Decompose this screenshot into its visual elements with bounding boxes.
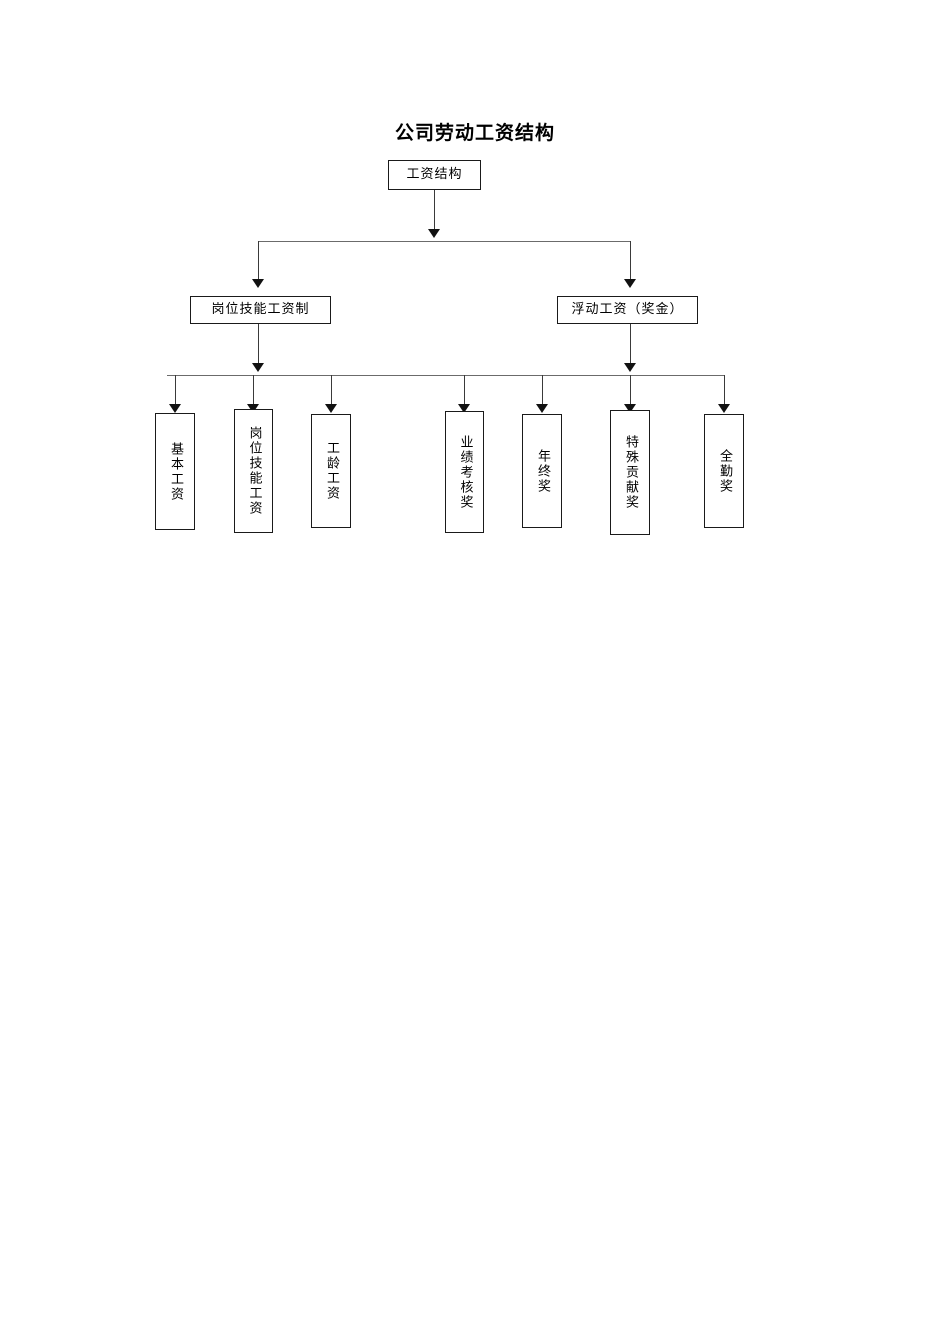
node-seniority-wage-label: 工龄工资 — [324, 441, 339, 501]
arrowhead-performance-bonus — [458, 404, 470, 413]
arrowhead-root-stem — [428, 229, 440, 238]
node-skill-wage-system-label: 岗位技能工资制 — [211, 302, 310, 317]
node-root: 工资结构 — [388, 160, 481, 190]
node-full-attendance-bonus-label: 全勤奖 — [717, 448, 732, 494]
node-year-end-bonus-label: 年终奖 — [535, 448, 550, 494]
arrowhead-year-end-bonus — [536, 404, 548, 413]
arrowhead-basic-wage — [169, 404, 181, 413]
connector-drop-year-end-bonus — [542, 375, 543, 406]
node-full-attendance-bonus: 全勤奖 — [704, 414, 744, 528]
connector-level2-left-drop — [258, 241, 259, 281]
arrowhead-full-attendance-bonus — [718, 404, 730, 413]
node-floating-wage: 浮动工资（奖金） — [557, 296, 698, 324]
connector-root-stem — [434, 190, 435, 231]
node-skill-wage-system: 岗位技能工资制 — [190, 296, 331, 324]
connector-level2-right-drop — [630, 241, 631, 281]
connector-skill-wage-stem — [258, 324, 259, 365]
arrowhead-skill-wage-stem — [252, 363, 264, 372]
node-post-skill-wage: 岗位技能工资 — [234, 409, 273, 533]
arrowhead-level2-left — [252, 279, 264, 288]
node-basic-wage-label: 基本工资 — [168, 441, 183, 502]
connector-floating-wage-stem — [630, 324, 631, 365]
node-post-skill-wage-label: 岗位技能工资 — [246, 426, 262, 516]
page-title: 公司劳动工资结构 — [394, 122, 555, 144]
arrowhead-special-contribution-bonus — [624, 404, 636, 413]
node-root-label: 工资结构 — [406, 167, 463, 182]
arrowhead-seniority-wage — [325, 404, 337, 413]
node-seniority-wage: 工龄工资 — [311, 414, 351, 528]
connector-drop-basic-wage — [175, 375, 176, 406]
node-special-contribution-bonus-label: 特殊贡献奖 — [623, 435, 638, 510]
arrowhead-post-skill-wage — [247, 404, 259, 413]
node-year-end-bonus: 年终奖 — [522, 414, 562, 528]
arrowhead-floating-wage-stem — [624, 363, 636, 372]
connector-level2-bus — [258, 241, 631, 242]
node-performance-bonus: 业绩考核奖 — [445, 411, 484, 533]
arrowhead-level2-right — [624, 279, 636, 288]
node-performance-bonus-label: 业绩考核奖 — [457, 434, 473, 510]
connector-drop-seniority-wage — [331, 375, 332, 406]
connector-level3-bus — [167, 375, 724, 376]
connector-drop-post-skill-wage — [253, 375, 254, 406]
connector-drop-special-contribution-bonus — [630, 375, 631, 406]
node-basic-wage: 基本工资 — [155, 413, 195, 530]
connector-drop-full-attendance-bonus — [724, 375, 725, 406]
connector-drop-performance-bonus — [464, 375, 465, 406]
node-special-contribution-bonus: 特殊贡献奖 — [610, 410, 650, 535]
node-floating-wage-label: 浮动工资（奖金） — [571, 302, 684, 317]
